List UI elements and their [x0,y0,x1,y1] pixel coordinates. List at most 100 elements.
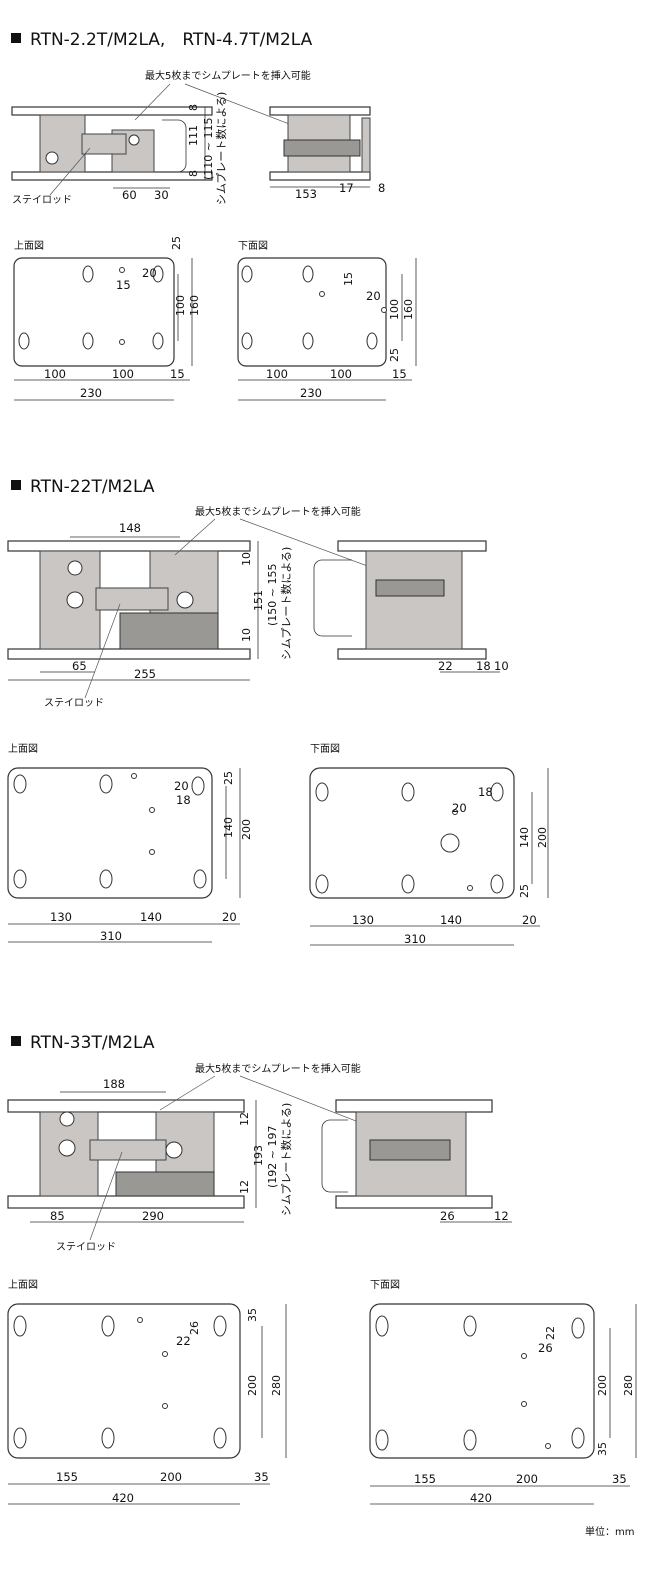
dim-bottom-y2: 20 [366,289,381,303]
dim-top-total: 420 [112,1491,134,1505]
dim-top-w1: 100 [44,367,66,381]
units-label: 単位：mm [585,1525,634,1538]
top-plan [7,1303,241,1459]
dim-bottom-total: 310 [404,932,426,946]
stay-rod-label: ステイロッド [44,698,104,709]
bottom-view-label: 下面図 [238,240,268,252]
dim-top-plate: 12 [238,1112,251,1126]
dim-bottom-w1: 155 [414,1472,436,1486]
dim-side-2: 290 [142,1209,164,1223]
section-bullet [11,1036,21,1046]
dim-top-w1: 130 [50,910,72,924]
top-view-label: 上面図 [14,240,44,252]
dim-front-width: 153 [295,187,317,201]
dim-bottom-h1: 140 [518,827,531,848]
dim-height: 193 [252,1145,265,1166]
dim-top-w3: 35 [254,1470,269,1484]
dim-top-y2: 25 [222,771,235,785]
dim-top-x1: 18 [176,793,191,807]
dim-bottom-w1: 100 [266,367,288,381]
dim-bottom-plate: 12 [238,1180,251,1194]
front-view [313,540,487,660]
dim-top-h1: 140 [222,817,235,838]
dim-bottom-plate: 8 [187,170,200,177]
bottom-plan [369,1303,595,1459]
dim-top-total: 310 [100,929,122,943]
bottom-plan [309,767,515,899]
shim-note: 最大5枚までシムプレートを挿入可能 [195,505,361,518]
dim-front-2: 12 [494,1209,509,1223]
dim-front-2: 8 [378,181,385,195]
section-bullet [11,33,21,43]
section-title: RTN-2.2T/M2LA, RTN-4.7T/M2LA [30,30,313,50]
dim-bottom-h2: 200 [536,827,549,848]
dim-top-x1: 22 [176,1334,191,1348]
stay-rod-label: ステイロッド [56,1242,116,1253]
dim-top-plate: 10 [240,552,253,566]
section-bullet [11,480,21,490]
dim-bottom-y1: 18 [478,785,493,799]
dim-top-plate: 8 [187,104,200,111]
front-view [321,1099,493,1209]
top-plan [7,767,213,899]
dim-range: (192 ~ 197 [266,1126,279,1189]
dim-range: (110 ~ 115 [202,118,215,181]
dim-bottom-total: 420 [470,1491,492,1505]
top-view-label: 上面図 [8,743,38,755]
dim-top-h2: 160 [188,295,201,316]
dim-top-total: 230 [80,386,102,400]
dim-top-y1: 26 [188,1321,201,1335]
side-view [11,106,213,181]
dim-bottom-total: 230 [300,386,322,400]
dim-front-3: 10 [494,659,509,673]
dim-side-1: 60 [122,188,137,202]
section-title: RTN-33T/M2LA [30,1033,155,1053]
dim-front-1: 26 [440,1209,455,1223]
dim-range-note: シムプレート数による) [280,1103,293,1216]
dim-height: 151 [252,590,265,611]
side-view [7,1099,245,1209]
dim-bottom-y3: 35 [596,1442,609,1456]
dim-top-w2: 200 [160,1470,182,1484]
dim-bottom-h1: 100 [388,299,401,320]
dim-front-2: 18 [476,659,491,673]
dim-range-note: シムプレート数による) [280,547,293,660]
dim-top-y1: 25 [170,236,183,250]
dim-bottom-h2: 160 [402,299,415,320]
section-title: RTN-22T/M2LA [30,477,155,497]
dim-bottom-h1: 200 [596,1375,609,1396]
dim-top-h2: 200 [240,819,253,840]
dim-top-w3: 20 [222,910,237,924]
top-view-label: 上面図 [8,1279,38,1291]
dim-bottom-w2: 100 [330,367,352,381]
dim-top-y1: 20 [174,779,189,793]
dim-side-2: 30 [154,188,169,202]
dim-top-h2: 280 [270,1375,283,1396]
dim-bottom-plate: 10 [240,628,253,642]
dim-top-h1: 200 [246,1375,259,1396]
dim-top: 148 [119,521,141,535]
dim-bottom-y3: 25 [518,884,531,898]
bottom-view-label: 下面図 [370,1279,400,1291]
shim-note: 最大5枚までシムプレートを挿入可能 [195,1062,361,1075]
dim-bottom-w3: 20 [522,913,537,927]
top-plan [13,257,175,367]
dim-height: 111 [187,125,200,146]
dim-range-note: シムプレート数による) [215,92,228,205]
dim-top-w1: 155 [56,1470,78,1484]
dim-side-1: 85 [50,1209,65,1223]
side-view [7,540,251,660]
dim-bottom-y1: 22 [544,1326,557,1340]
dim-front-1: 22 [438,659,453,673]
dim-bottom-y2: 26 [538,1341,553,1355]
dim-bottom-y3: 25 [388,348,401,362]
dim-side-1: 65 [72,659,87,673]
dim-bottom-w1: 130 [352,913,374,927]
dim-top-w2: 140 [140,910,162,924]
bottom-view-label: 下面図 [310,743,340,755]
dim-bottom-w2: 200 [516,1472,538,1486]
dim-bottom-w2: 140 [440,913,462,927]
dim-top-w2: 100 [112,367,134,381]
dim-front-1: 17 [339,181,354,195]
